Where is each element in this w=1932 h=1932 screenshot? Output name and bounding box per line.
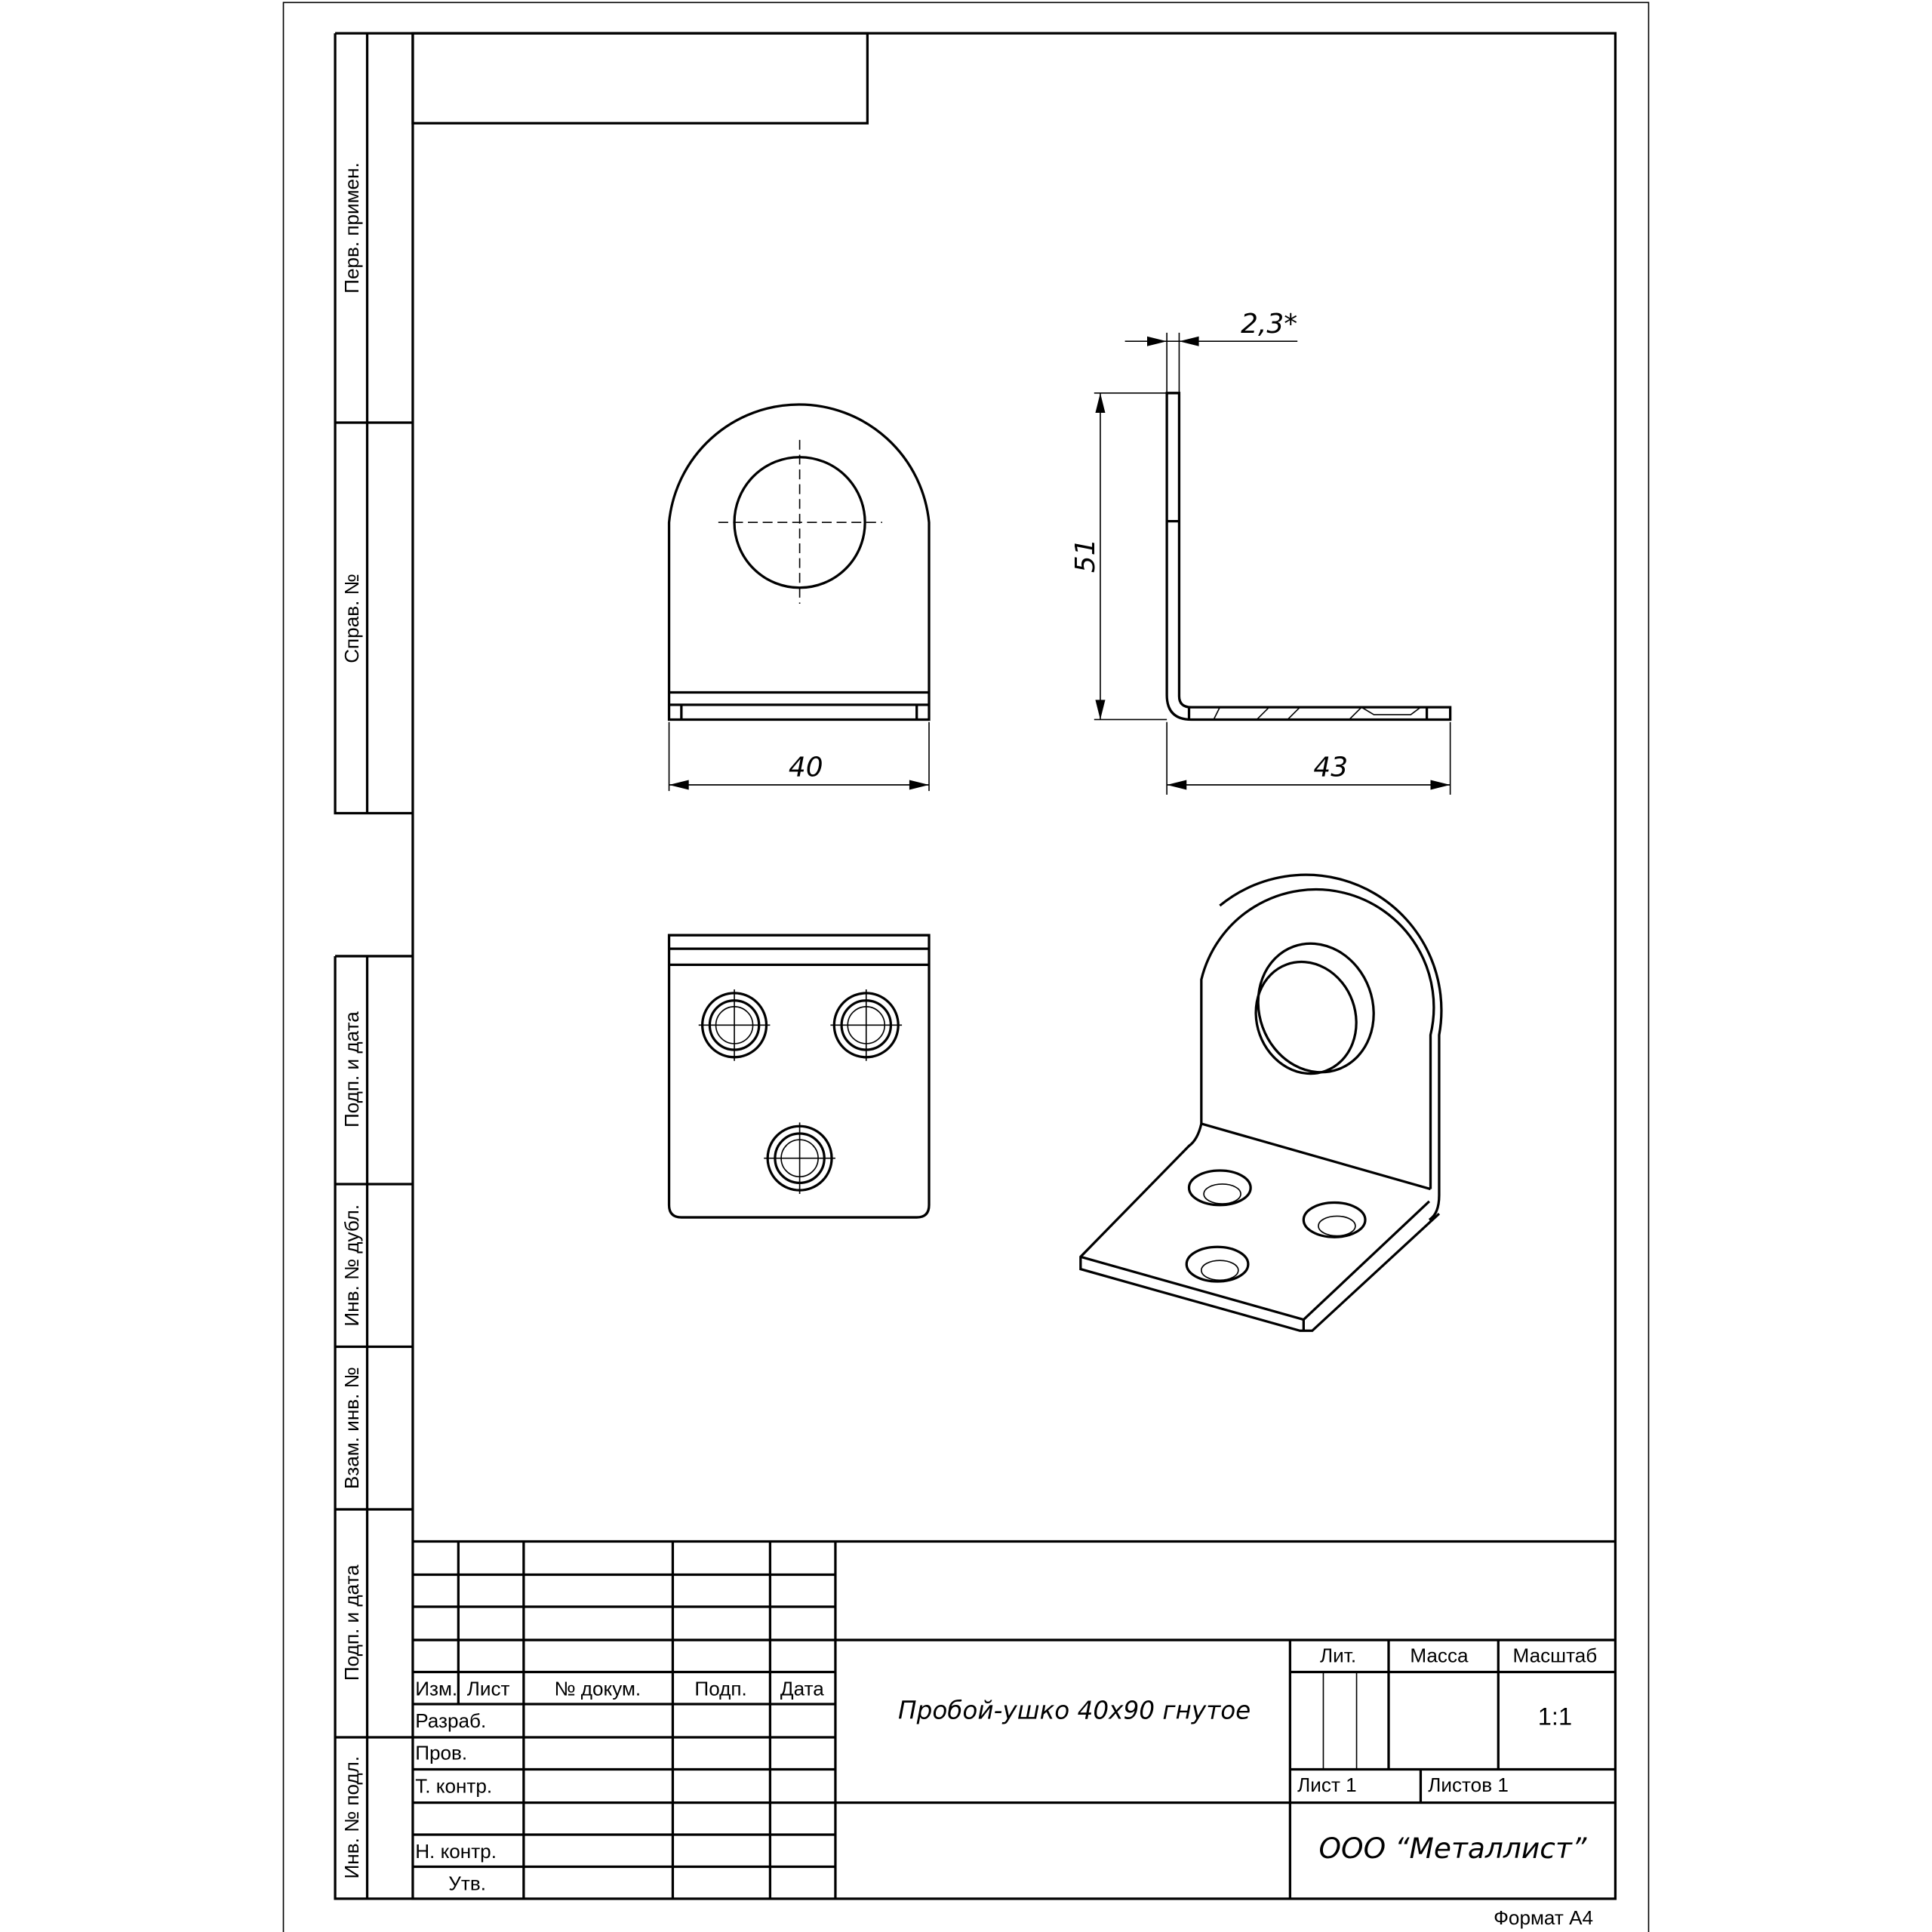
mounting-hole — [764, 1122, 835, 1195]
lit-label: Лит. — [1320, 1644, 1356, 1666]
mounting-hole — [698, 989, 771, 1061]
side-label-inv-dubl: Инв. № дубл. — [340, 1204, 363, 1327]
top-left-box — [411, 32, 869, 125]
header-date: Дата — [780, 1678, 824, 1700]
front-view: 40 — [667, 403, 931, 792]
part-name: Пробой-ушко 40х90 гнутое — [898, 1697, 1251, 1725]
header-izm: Изм. — [415, 1678, 457, 1700]
side-label-podp-data-1: Подп. и дата — [340, 1011, 363, 1128]
dim-height-51: 51 — [1070, 538, 1101, 573]
sheet-border — [282, 2, 1650, 1932]
role-approved: Утв. — [448, 1872, 486, 1894]
header-signature: Подп. — [694, 1678, 746, 1700]
scale-value: 1:1 — [1538, 1703, 1572, 1730]
role-checker: Пров. — [415, 1741, 467, 1764]
role-developer: Разраб. — [415, 1709, 486, 1732]
title-block: Изм. Лист № докум. Подп. Дата Разраб. Пр… — [412, 1540, 1616, 1899]
side-label-sprav: Справ. № — [340, 574, 363, 663]
sheet-count: Листов 1 — [1428, 1774, 1509, 1796]
mounting-hole — [830, 989, 903, 1061]
role-norm-control: Н. контр. — [415, 1840, 497, 1863]
mass-label: Масса — [1410, 1644, 1469, 1666]
side-label-vzam-inv: Взам. инв. № — [340, 1367, 363, 1489]
bottom-view — [667, 934, 931, 1219]
main-frame — [411, 32, 1617, 1900]
scale-label: Масштаб — [1513, 1644, 1598, 1666]
side-label-inv-podl: Инв. № подл. — [340, 1756, 363, 1879]
format-label: Формат А4 — [1494, 1906, 1593, 1929]
header-doc-no: № докум. — [554, 1678, 641, 1700]
side-label-podp-data-2: Подп. и дата — [340, 1564, 363, 1681]
dim-width-40: 40 — [789, 752, 823, 783]
header-list: Лист — [467, 1678, 510, 1700]
eye-hole — [1257, 942, 1375, 1074]
left-strip: Перв. примен. Справ. № Подп. и дата Инв.… — [334, 32, 413, 1900]
dim-thickness: 2,3* — [1241, 309, 1297, 340]
side-view: 2,3* 51 43 — [1070, 309, 1452, 795]
isometric-view — [1079, 873, 1443, 1332]
dim-depth-43: 43 — [1313, 752, 1348, 783]
side-label-perv-primen: Перв. примен. — [340, 162, 363, 294]
role-tech-control: Т. контр. — [415, 1775, 492, 1798]
sheet-number: Лист 1 — [1297, 1774, 1357, 1796]
company-name: ООО “Металлист” — [1318, 1832, 1586, 1865]
